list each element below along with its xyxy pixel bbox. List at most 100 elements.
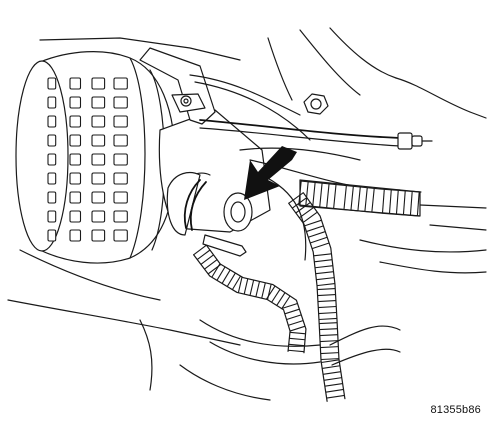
hose-rib: [298, 181, 302, 205]
hose-rib: [226, 272, 236, 287]
hose-rib: [261, 282, 266, 299]
grille-slot: [47, 229, 57, 242]
hose-rib: [320, 358, 339, 361]
grille-slot: [69, 153, 82, 166]
hose-rib: [243, 278, 249, 295]
hose-rib: [314, 259, 333, 263]
grille-slot: [91, 153, 106, 166]
grille-slot: [69, 96, 82, 109]
hose-rib: [200, 254, 214, 265]
hose-rib: [388, 189, 392, 214]
hose-rib: [265, 285, 276, 300]
hose-rib: [193, 244, 207, 256]
grille-slot: [47, 153, 57, 166]
hose-rib: [281, 295, 291, 310]
grille-slot: [113, 77, 128, 90]
hose-rib: [287, 319, 304, 326]
retaining-clip: [183, 179, 247, 257]
sensor-rod: [199, 119, 433, 150]
arrow-down-left-icon: [244, 146, 297, 200]
corrugated-hose-right: [298, 179, 422, 217]
hose-rib: [288, 343, 305, 347]
grille-slot: [69, 115, 82, 128]
hose-rib: [317, 299, 336, 303]
hose-rib: [289, 337, 306, 341]
hose-rib: [237, 277, 243, 293]
hose-rib: [350, 186, 354, 211]
housing-grille: [47, 77, 128, 242]
hose-rib: [298, 206, 315, 219]
grille-slot: [47, 191, 57, 204]
hose-rib: [289, 331, 306, 335]
wiring-harness-conduit: [288, 192, 346, 402]
hose-rib: [319, 183, 323, 208]
grille-slot: [113, 96, 128, 109]
hose-rib: [322, 365, 341, 369]
hose-rib: [324, 383, 343, 387]
hose-rib: [319, 328, 338, 331]
hose-rib: [326, 183, 330, 208]
hose-rib: [326, 394, 345, 399]
hose-rib: [302, 211, 318, 224]
mounting-bolt: [303, 93, 329, 115]
vacuum-hose-loop: [193, 244, 307, 354]
hose-rib: [286, 314, 302, 321]
hose-rib: [319, 334, 338, 337]
hose-rib: [319, 322, 338, 325]
grille-slot: [47, 210, 57, 223]
hose-rib: [284, 308, 300, 315]
grille-slot: [113, 229, 128, 242]
grille-slot: [91, 134, 106, 147]
mounting-bracket: [139, 47, 216, 125]
grille-slot: [91, 96, 106, 109]
hose-rib: [395, 190, 399, 215]
hose-rib: [311, 242, 330, 250]
grille-slot: [91, 115, 106, 128]
grille-slot: [47, 115, 57, 128]
hose-rib: [271, 288, 281, 303]
grille-slot: [113, 134, 128, 147]
hose-rib: [320, 352, 339, 355]
hose-rib: [333, 184, 337, 209]
hose-rib: [371, 188, 375, 213]
vehicle-frame: [7, 27, 487, 391]
grille-slot: [91, 210, 106, 223]
hose-rib: [318, 311, 337, 315]
hose-rib: [231, 275, 242, 291]
grille-slot: [69, 229, 82, 242]
hose-rib: [317, 293, 336, 297]
hose-rib: [318, 305, 337, 309]
grille-slot: [91, 77, 106, 90]
hose-rib: [211, 263, 221, 278]
grille-slot: [113, 210, 128, 223]
hose-rib: [321, 359, 340, 364]
hose-rib: [291, 197, 308, 209]
hose-rib: [381, 189, 385, 214]
hose-rib: [308, 231, 326, 238]
hose-rib: [221, 269, 231, 284]
hose-rib: [323, 377, 342, 381]
grille-slot: [47, 77, 57, 90]
hose-rib: [295, 201, 311, 214]
hose-rib: [249, 279, 255, 296]
hose-rib: [288, 349, 305, 353]
grille-slot: [91, 229, 106, 242]
grille-slot: [47, 134, 57, 147]
grille-slot: [113, 153, 128, 166]
hose-rib: [317, 287, 336, 291]
grille-slot: [113, 191, 128, 204]
grille-slot: [113, 115, 128, 128]
hose-rib: [305, 181, 309, 206]
hose-rib: [364, 187, 368, 212]
hose-rib: [320, 346, 339, 349]
hose-rib: [316, 277, 335, 281]
hose-rib: [276, 292, 286, 307]
hose-rib: [314, 265, 333, 269]
hose-rib: [196, 249, 211, 261]
hose-rib: [357, 186, 361, 211]
hose-rib: [288, 192, 304, 204]
grille-slot: [69, 134, 82, 147]
hose-rib: [315, 271, 334, 275]
figure-reference-code: 81355b86: [430, 404, 481, 416]
hose-rib: [320, 340, 339, 343]
